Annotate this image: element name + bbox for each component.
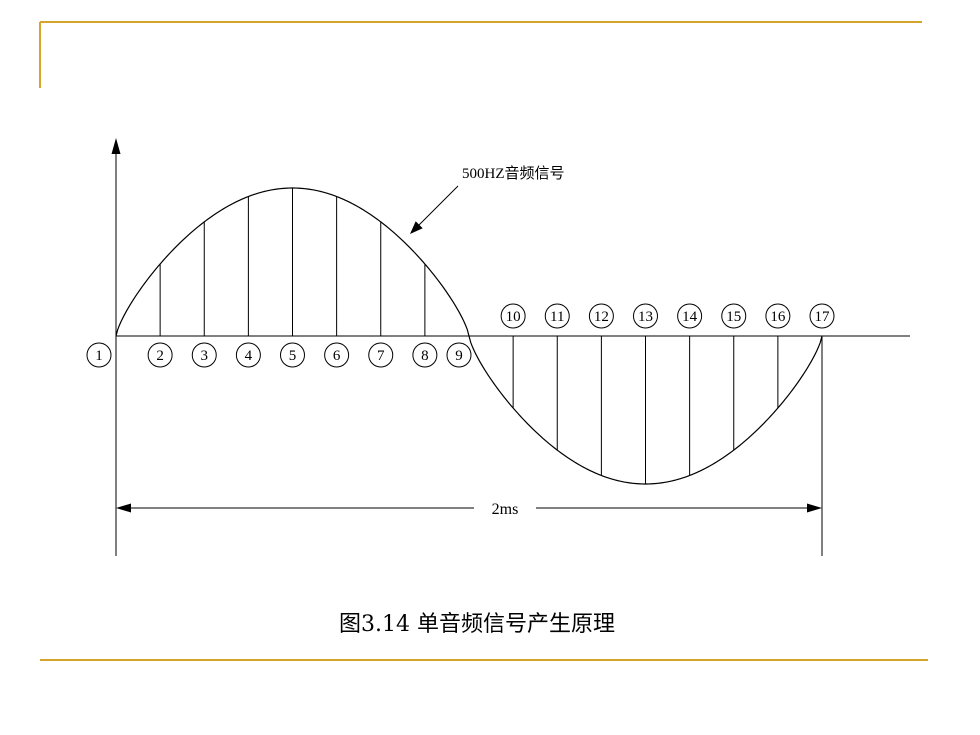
- sample-marker-circle: [809, 303, 835, 329]
- sample-marker-circle: [765, 303, 791, 329]
- period-arrowhead-right: [807, 503, 822, 513]
- sample-marker-label: 1: [95, 348, 103, 364]
- sample-marker-label: 12: [594, 309, 609, 325]
- sample-marker: 7: [368, 342, 394, 368]
- sample-marker: 11: [544, 303, 570, 329]
- sample-marker: 1: [86, 342, 112, 368]
- y-axis-arrowhead: [111, 138, 121, 154]
- curve-layer: [115, 187, 823, 485]
- sample-marker: 10: [500, 303, 526, 329]
- sample-marker: 6: [324, 342, 350, 368]
- sample-marker-circle: [191, 342, 217, 368]
- sample-marker-label: 17: [815, 309, 831, 325]
- sample-marker-circle: [588, 303, 614, 329]
- sample-marker: 9: [446, 342, 472, 368]
- period-label: 2ms: [492, 501, 519, 518]
- sample-marker-circle: [235, 342, 261, 368]
- sample-marker: 8: [412, 342, 438, 368]
- sample-marker-label: 16: [770, 309, 786, 325]
- sample-marker: 15: [721, 303, 747, 329]
- signal-curve: [115, 187, 823, 485]
- sample-marker-label: 2: [156, 348, 164, 364]
- sample-marker-label: 9: [455, 348, 463, 364]
- sample-marker: 5: [280, 342, 305, 368]
- sample-marker: 13: [633, 303, 658, 329]
- sample-marker-label: 7: [377, 348, 385, 364]
- sample-marker-label: 10: [506, 309, 521, 325]
- sample-marker-circle: [633, 303, 658, 329]
- sample-marker-circle: [677, 303, 703, 329]
- sample-marker: 17: [809, 303, 835, 329]
- signal-pointer-line: [418, 185, 459, 226]
- sample-marker-label: 4: [245, 348, 253, 364]
- sample-lines: [159, 188, 779, 484]
- sample-marker-label: 15: [726, 309, 741, 325]
- sample-marker-label: 13: [638, 309, 653, 325]
- sample-marker-circle: [446, 342, 472, 368]
- sample-marker-circle: [86, 342, 112, 368]
- sample-marker: 14: [677, 303, 703, 329]
- sample-marker-label: 3: [201, 348, 209, 364]
- sample-marker-label: 6: [333, 348, 341, 364]
- sample-marker-circle: [368, 342, 394, 368]
- sample-marker-circle: [324, 342, 350, 368]
- sample-marker-circle: [544, 303, 570, 329]
- sample-marker-label: 5: [289, 348, 297, 364]
- sample-marker-circle: [721, 303, 747, 329]
- sample-marker-label: 11: [550, 309, 564, 325]
- signal-label: 500HZ音频信号: [462, 165, 565, 182]
- sample-marker: 4: [235, 342, 261, 368]
- signal-pointer-arrowhead: [410, 221, 423, 234]
- sample-marker: 16: [765, 303, 791, 329]
- sample-marker-circle: [280, 342, 305, 368]
- sample-marker: 2: [147, 342, 173, 368]
- sample-marker: 3: [191, 342, 217, 368]
- sample-marker-circle: [412, 342, 438, 368]
- figure-caption: 图3.14 单音频信号产生原理: [339, 612, 615, 637]
- sample-marker-label: 8: [421, 348, 429, 364]
- sample-marker-circle: [500, 303, 526, 329]
- sample-marker-circle: [147, 342, 173, 368]
- sample-marker: 12: [588, 303, 614, 329]
- sample-marker-label: 14: [682, 309, 698, 325]
- period-arrowhead-left: [116, 503, 131, 513]
